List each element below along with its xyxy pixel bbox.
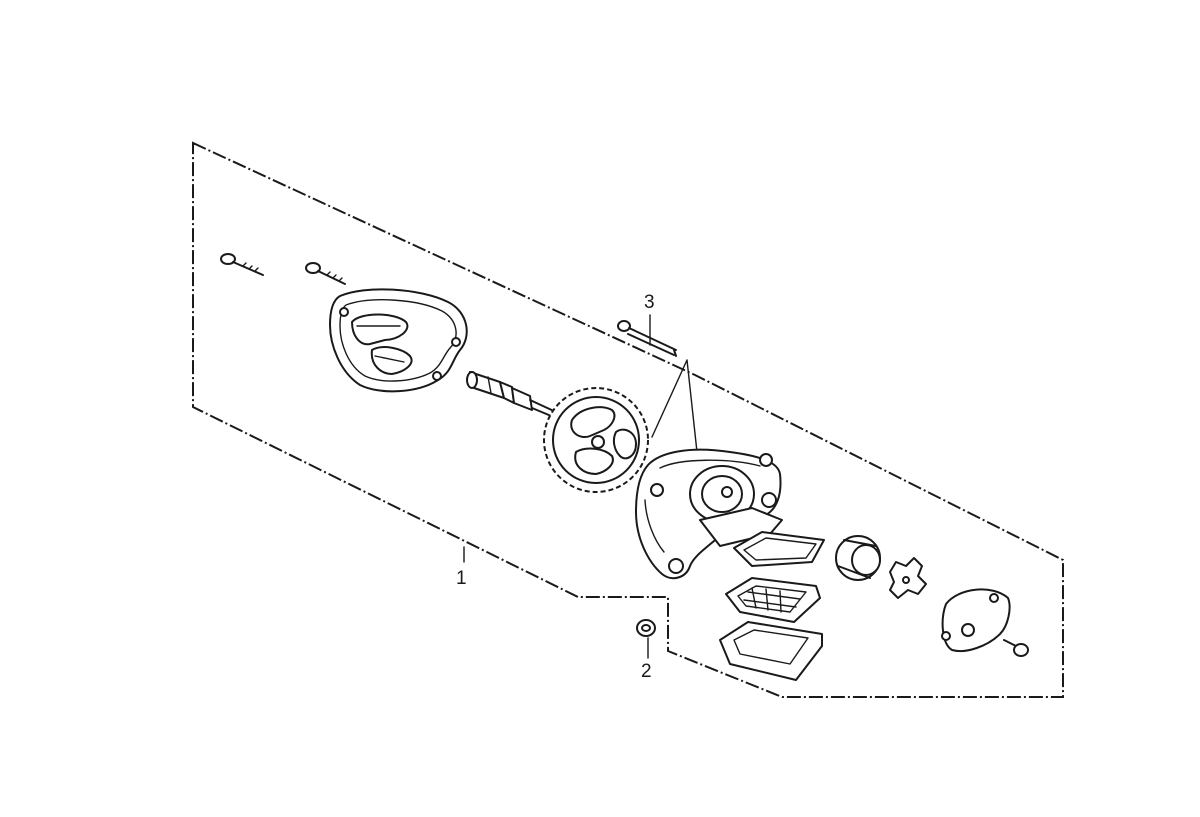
bolt-left-1 bbox=[220, 253, 264, 276]
outer-rotor bbox=[835, 535, 881, 581]
pump-shaft bbox=[466, 371, 557, 419]
bolt-small bbox=[1003, 639, 1029, 657]
pump-body bbox=[635, 448, 783, 580]
washer-2 bbox=[636, 619, 656, 637]
bolt-left-2 bbox=[305, 262, 346, 285]
callout-3-label: 3 bbox=[644, 292, 655, 313]
end-plate bbox=[941, 588, 1011, 652]
strainer-top bbox=[733, 531, 825, 567]
inner-rotor bbox=[889, 557, 927, 599]
callout-1-label: 1 bbox=[456, 568, 467, 589]
callout-2-label: 2 bbox=[641, 661, 652, 682]
strainer-gasket bbox=[719, 621, 823, 681]
pump-cover bbox=[329, 288, 468, 393]
assembly-boundary bbox=[192, 141, 1064, 698]
bolt-3-leader bbox=[649, 314, 698, 453]
strainer-screen bbox=[725, 577, 821, 623]
bolt-3 bbox=[617, 320, 677, 357]
drive-sprocket bbox=[543, 387, 649, 493]
